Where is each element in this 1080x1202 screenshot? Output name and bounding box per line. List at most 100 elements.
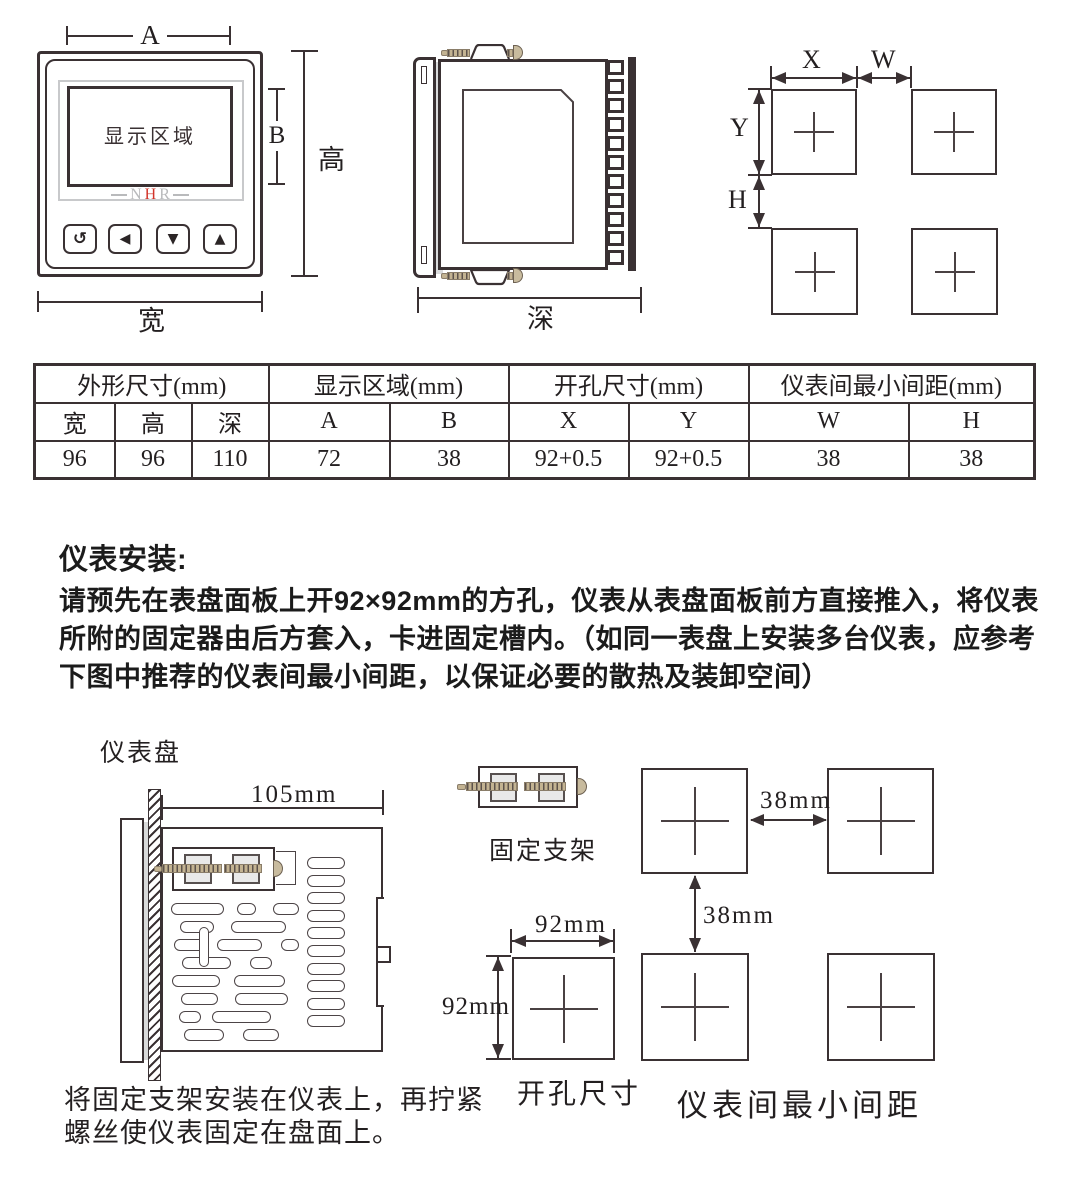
cutout-h-tick-bottom (486, 1058, 511, 1060)
dim-depth-line (417, 297, 642, 299)
bottom-screw-head-icon (513, 268, 523, 283)
screw-thread-icon (224, 864, 262, 873)
crosshair-icon (562, 974, 565, 1043)
dim-h-tick-bottom (748, 227, 772, 229)
dim-depth-label: 深 (527, 304, 554, 334)
dim-x-tick-left (770, 66, 772, 88)
panel-gasket-strip (142, 822, 150, 1060)
value-cell: 96 (113, 439, 193, 480)
arrowhead-icon (813, 814, 827, 826)
arrowhead-icon (772, 72, 786, 84)
up-arrow-glyph-icon: ▲ (214, 231, 226, 247)
cutout-square-bl (771, 228, 858, 315)
bracket-label: 固定支架 (489, 838, 598, 865)
dim-depth-tick-left (417, 287, 419, 313)
crosshair-icon (953, 251, 956, 292)
dim-x-line (772, 77, 856, 79)
dim-x-label: X (802, 45, 821, 74)
table-column-row: 宽 高 深 A B X Y W H (33, 401, 1036, 442)
top-screw-head-icon (513, 45, 523, 60)
crosshair-icon (694, 973, 696, 1041)
dim-width-line (37, 301, 263, 303)
screw-thread-icon (466, 782, 518, 791)
cutout-h-label: 92mm (442, 993, 510, 1020)
col-header: X (507, 401, 630, 442)
dim-b-label: B (264, 121, 290, 151)
value-cell: 38 (747, 439, 910, 480)
side-inner-outline (462, 89, 574, 244)
dim-yh-tick-mid (748, 174, 772, 176)
cutout-w-tick-right (613, 929, 615, 953)
arrowhead-icon (689, 938, 701, 952)
dim-a-label: A (133, 19, 167, 51)
group-spacing-header: 仪表间最小间距(mm) (747, 363, 1036, 404)
mount-caption-line-2: 螺丝使仪表固定在盘面上。 (64, 1118, 400, 1148)
dim-h-label: H (728, 185, 747, 214)
panel-square-tl (641, 768, 748, 874)
value-cell: 96 (33, 439, 116, 480)
logo-letter-n: N (130, 185, 142, 203)
panel-hatched-wall (148, 789, 161, 1081)
dim-w-line (858, 77, 910, 79)
crosshair-icon (953, 112, 955, 152)
side-front-bezel (413, 57, 436, 278)
cutout-w-tick-left (510, 929, 512, 953)
crosshair-icon (813, 251, 816, 292)
mount-caption-line-1: 将固定支架安装在仪表上，再拧紧 (64, 1085, 484, 1115)
screw-thread-icon (162, 864, 222, 873)
crosshair-icon (880, 973, 882, 1041)
display-area-label: 显示区域 (104, 125, 196, 148)
value-cell: 92+0.5 (507, 439, 630, 480)
group-display-header: 显示区域(mm) (267, 363, 510, 404)
cutout-w-line (512, 940, 613, 942)
table-group-row: 外形尺寸(mm) 显示区域(mm) 开孔尺寸(mm) 仪表间最小间距(mm) (33, 363, 1036, 404)
down-arrow-glyph-icon: ▼ (167, 231, 179, 247)
arrowhead-icon (842, 72, 856, 84)
dim-y-line (758, 90, 760, 174)
loop-button-icon: ↺ (63, 224, 97, 254)
spacing-diagram-label: 仪表间最小间距 (677, 1088, 922, 1123)
col-header: 高 (113, 401, 193, 442)
dim-width-label: 宽 (138, 306, 165, 336)
terminal-back-bar (628, 57, 636, 271)
screw-tip-icon (457, 784, 466, 790)
arrowhead-icon (753, 160, 765, 174)
arrowhead-icon (896, 72, 910, 84)
side-bezel-slot-top (421, 66, 427, 84)
cutout-square-tr (911, 89, 997, 175)
dim-105-tick-right (382, 790, 384, 815)
crosshair-icon (813, 112, 815, 152)
spec-table: 外形尺寸(mm) 显示区域(mm) 开孔尺寸(mm) 仪表间最小间距(mm) 宽… (33, 363, 1037, 480)
crosshair-icon (693, 787, 696, 855)
panel-front-bezel (120, 818, 144, 1063)
value-cell: 38 (388, 439, 510, 480)
crosshair-icon (879, 787, 882, 855)
logo-dash-left-icon (111, 193, 128, 196)
side-bezel-slot-bottom (421, 246, 427, 264)
col-header: H (907, 401, 1036, 442)
cutout-square-tl (771, 89, 857, 175)
up-arrow-button-icon: ▲ (203, 224, 237, 254)
install-heading: 仪表安装: (59, 544, 188, 576)
dim-105-line (161, 807, 384, 809)
dim-xw-tick-mid (856, 66, 858, 88)
value-cell: 72 (267, 439, 391, 480)
gap-v-line (694, 876, 696, 952)
down-arrow-button-icon: ▼ (156, 224, 190, 254)
arrowhead-icon (858, 72, 872, 84)
arrowhead-icon (750, 814, 764, 826)
bottom-screw-thread-icon (447, 272, 470, 280)
value-cell: 92+0.5 (627, 439, 750, 480)
arrowhead-icon (689, 875, 701, 889)
arrowhead-icon (492, 1044, 504, 1058)
col-header: 深 (190, 401, 270, 442)
col-header: W (747, 401, 910, 442)
table-value-row: 96 96 110 72 38 92+0.5 92+0.5 38 38 (33, 439, 1036, 480)
dim-height-line (303, 50, 305, 277)
loop-glyph-icon: ↺ (72, 229, 88, 249)
cutout-size-square (512, 957, 615, 1060)
logo-dash-right-icon (172, 193, 189, 196)
rail-step-top (376, 897, 384, 899)
col-header: Y (627, 401, 750, 442)
front-inner-case (45, 59, 255, 269)
